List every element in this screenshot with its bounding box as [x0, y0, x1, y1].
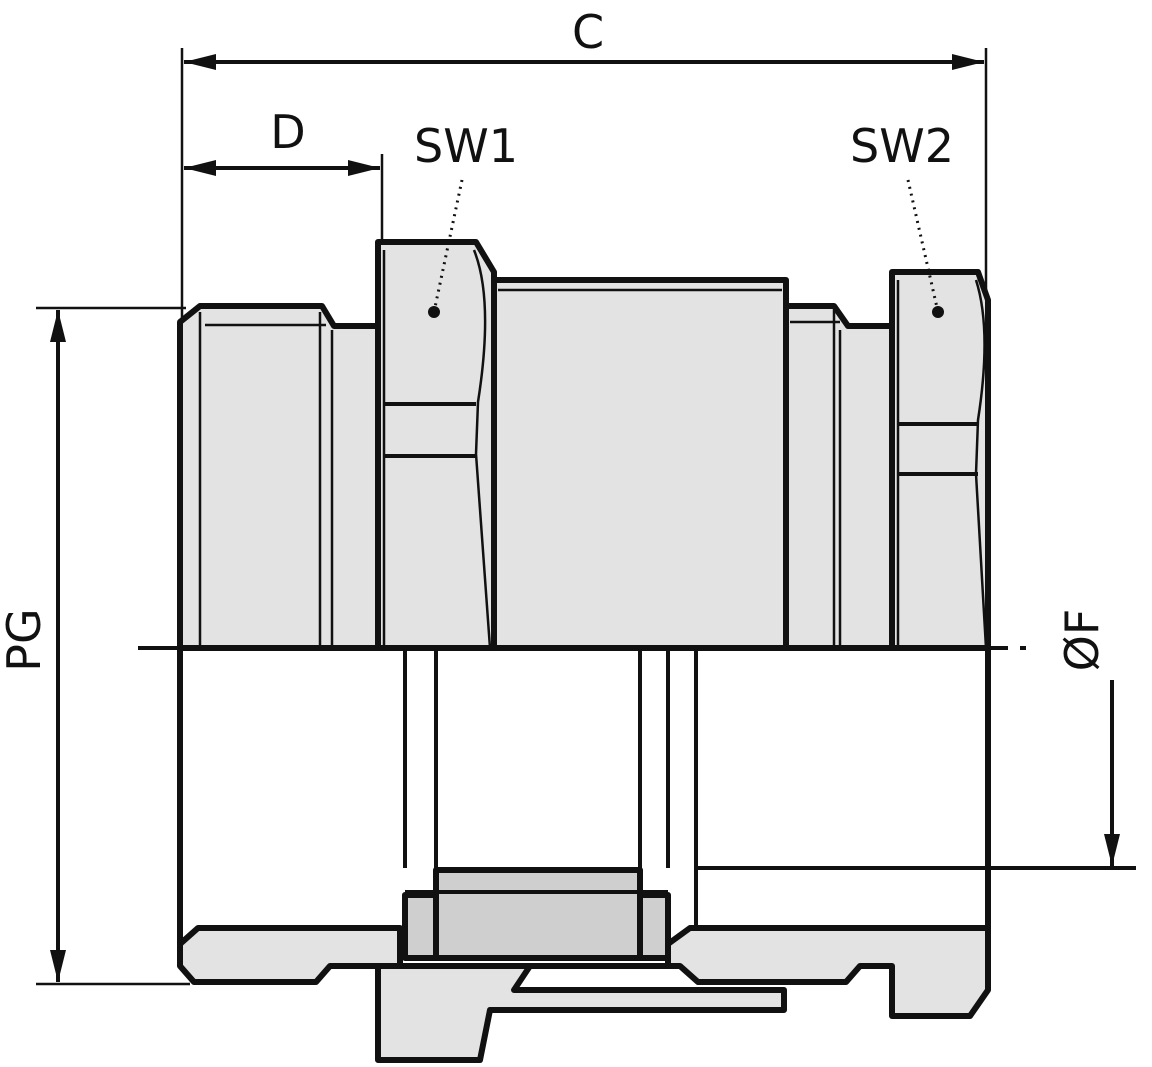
left-thread-body — [177, 303, 381, 651]
left-wall-section — [177, 925, 403, 985]
sw1-leader — [432, 179, 464, 313]
body-section — [375, 925, 991, 1063]
upper-body — [177, 239, 991, 651]
label-c: C — [572, 5, 604, 59]
seal-ring — [433, 867, 643, 961]
lower-section — [177, 648, 1136, 1063]
sw2-leader — [906, 179, 940, 313]
seal-left-block — [402, 892, 439, 961]
central-body — [491, 277, 789, 651]
label-sw1: SW1 — [414, 119, 518, 173]
label-sw2: SW2 — [850, 119, 954, 173]
label-d: D — [270, 105, 305, 159]
sw2-dot — [932, 306, 944, 318]
label-f: ØF — [1055, 609, 1109, 672]
sw1-dot — [428, 306, 440, 318]
label-pg: PG — [0, 608, 51, 671]
sw2-nut — [889, 269, 991, 651]
seal-right-block — [637, 892, 671, 961]
